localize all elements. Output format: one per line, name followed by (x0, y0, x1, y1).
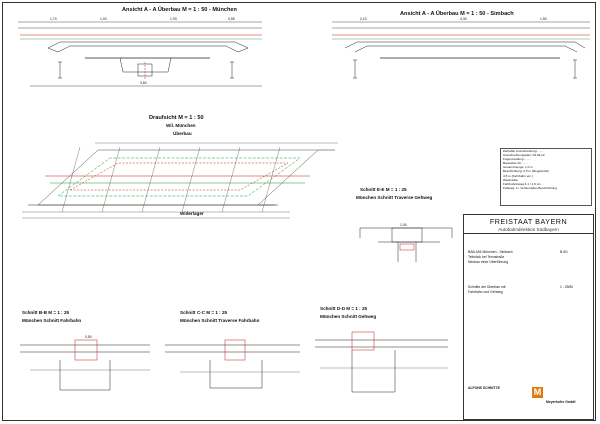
view-subtitle-plan-2: Überbau (173, 131, 192, 136)
note-line: Ausschreibungsplan: 03,09,12 (503, 153, 545, 158)
view-title-plan: Draufsicht M = 1 : 50 (149, 115, 204, 121)
dimension-label: 4,30 (460, 17, 467, 21)
title-block: FREISTAAT BAYERN Autobahndirektion Südba… (463, 214, 594, 420)
note-line: Fahrbahnbelag 4,1 / 1,6 cm (503, 181, 541, 186)
dimension-label: 2,10 (360, 17, 367, 21)
view-subtitle-dd: München Schnitt Gehweg (320, 314, 377, 319)
notes-box: Zeitraffer Ausschreibung: ...... Ausschr… (500, 148, 592, 206)
view-title-aa-muenchen: Ansicht A - A Überbau M = 1 : 50 - Münch… (122, 7, 237, 13)
section-aa-muenchen-drawing (18, 21, 262, 87)
view-subtitle-ee: München Schnitt Traverse Gehweg (356, 195, 433, 200)
sheet-border (2, 2, 596, 421)
view-subtitle-cc: München Schnitt Traverse Fahrbahn (180, 318, 260, 323)
company-left: ALFONS SCHNITTE (468, 386, 500, 390)
drawing-title-1: Schnitte der Überbau mit (468, 285, 506, 289)
project-line-3: Neubau einer Überführung (468, 260, 509, 264)
view-title-aa-simbach: Ansicht A - A Überbau M = 1 : 50 - Simba… (400, 11, 514, 17)
view-title-ee: Schnitt E-E M = 1 : 25 (360, 187, 407, 192)
project-line-2: Teilstück bei Tennstraße (468, 255, 505, 259)
note-line: Gesamtmenge: 1,0 m (503, 165, 533, 170)
note-line: 4,5 m (Fahrbahn etc.) (503, 173, 533, 178)
view-title-cc: Schnitt C-C M = 1 : 25 (180, 310, 228, 315)
section-ee-drawing (359, 227, 453, 262)
section-cc-drawing (165, 339, 300, 389)
drawing-scale: 1 : 25/50 (560, 285, 574, 289)
note-line: Beschichtung: 2,5 m (Regelprofil) (503, 169, 549, 174)
view-subtitle-bb: München Schnitt Fahrbahn (22, 318, 82, 323)
dimension-label: 3,60 (140, 81, 147, 85)
company-logo: M (532, 387, 543, 398)
drawing-title-2: Fahrbahn und Gehweg (468, 290, 503, 294)
plan-view-drawing (22, 142, 338, 219)
dimension-label: 1,04 (400, 223, 407, 227)
section-aa-simbach-drawing (332, 21, 590, 79)
dimension-label: 1,93 (170, 17, 177, 21)
view-title-bb: Schnitt B-B M = 1 : 25 (22, 310, 70, 315)
note-line: Fußweg: Lt. Verbundplan Beschichtung (503, 185, 558, 190)
section-dd-drawing (315, 331, 448, 393)
dimension-label: 1,03 (100, 17, 107, 21)
view-title-dd: Schnitt D-D M = 1 : 25 (320, 306, 368, 311)
title-block-header: FREISTAAT BAYERN Autobahndirektion Südba… (464, 215, 593, 234)
note-line: Zeitraffer Ausschreibung: ...... (503, 149, 544, 153)
company-right: Meyerhofer GmbH (546, 400, 576, 404)
section-bb-drawing (20, 339, 150, 391)
dimension-label: 1,50 (540, 17, 547, 21)
abutment-label: Widerlager (180, 211, 204, 216)
plan-number: B 6/1 (560, 250, 568, 254)
state-name: FREISTAAT BAYERN (489, 217, 568, 226)
dimension-label: 1,74 (50, 17, 57, 21)
authority-name: Autobahndirektion Südbayern (498, 227, 559, 232)
note-line: Bauwerks-Nr.: ...... (503, 161, 529, 166)
view-subtitle-plan: Wil. München (166, 123, 196, 128)
project-line-1: BAB A94 München - Simbach (468, 250, 513, 254)
dimension-label: 0,50 (85, 335, 92, 339)
note-line: Fugenmeldung: ...... (503, 157, 531, 162)
dimension-label: 0,55 (228, 17, 235, 21)
note-line: Werkstoffe: (503, 177, 519, 182)
